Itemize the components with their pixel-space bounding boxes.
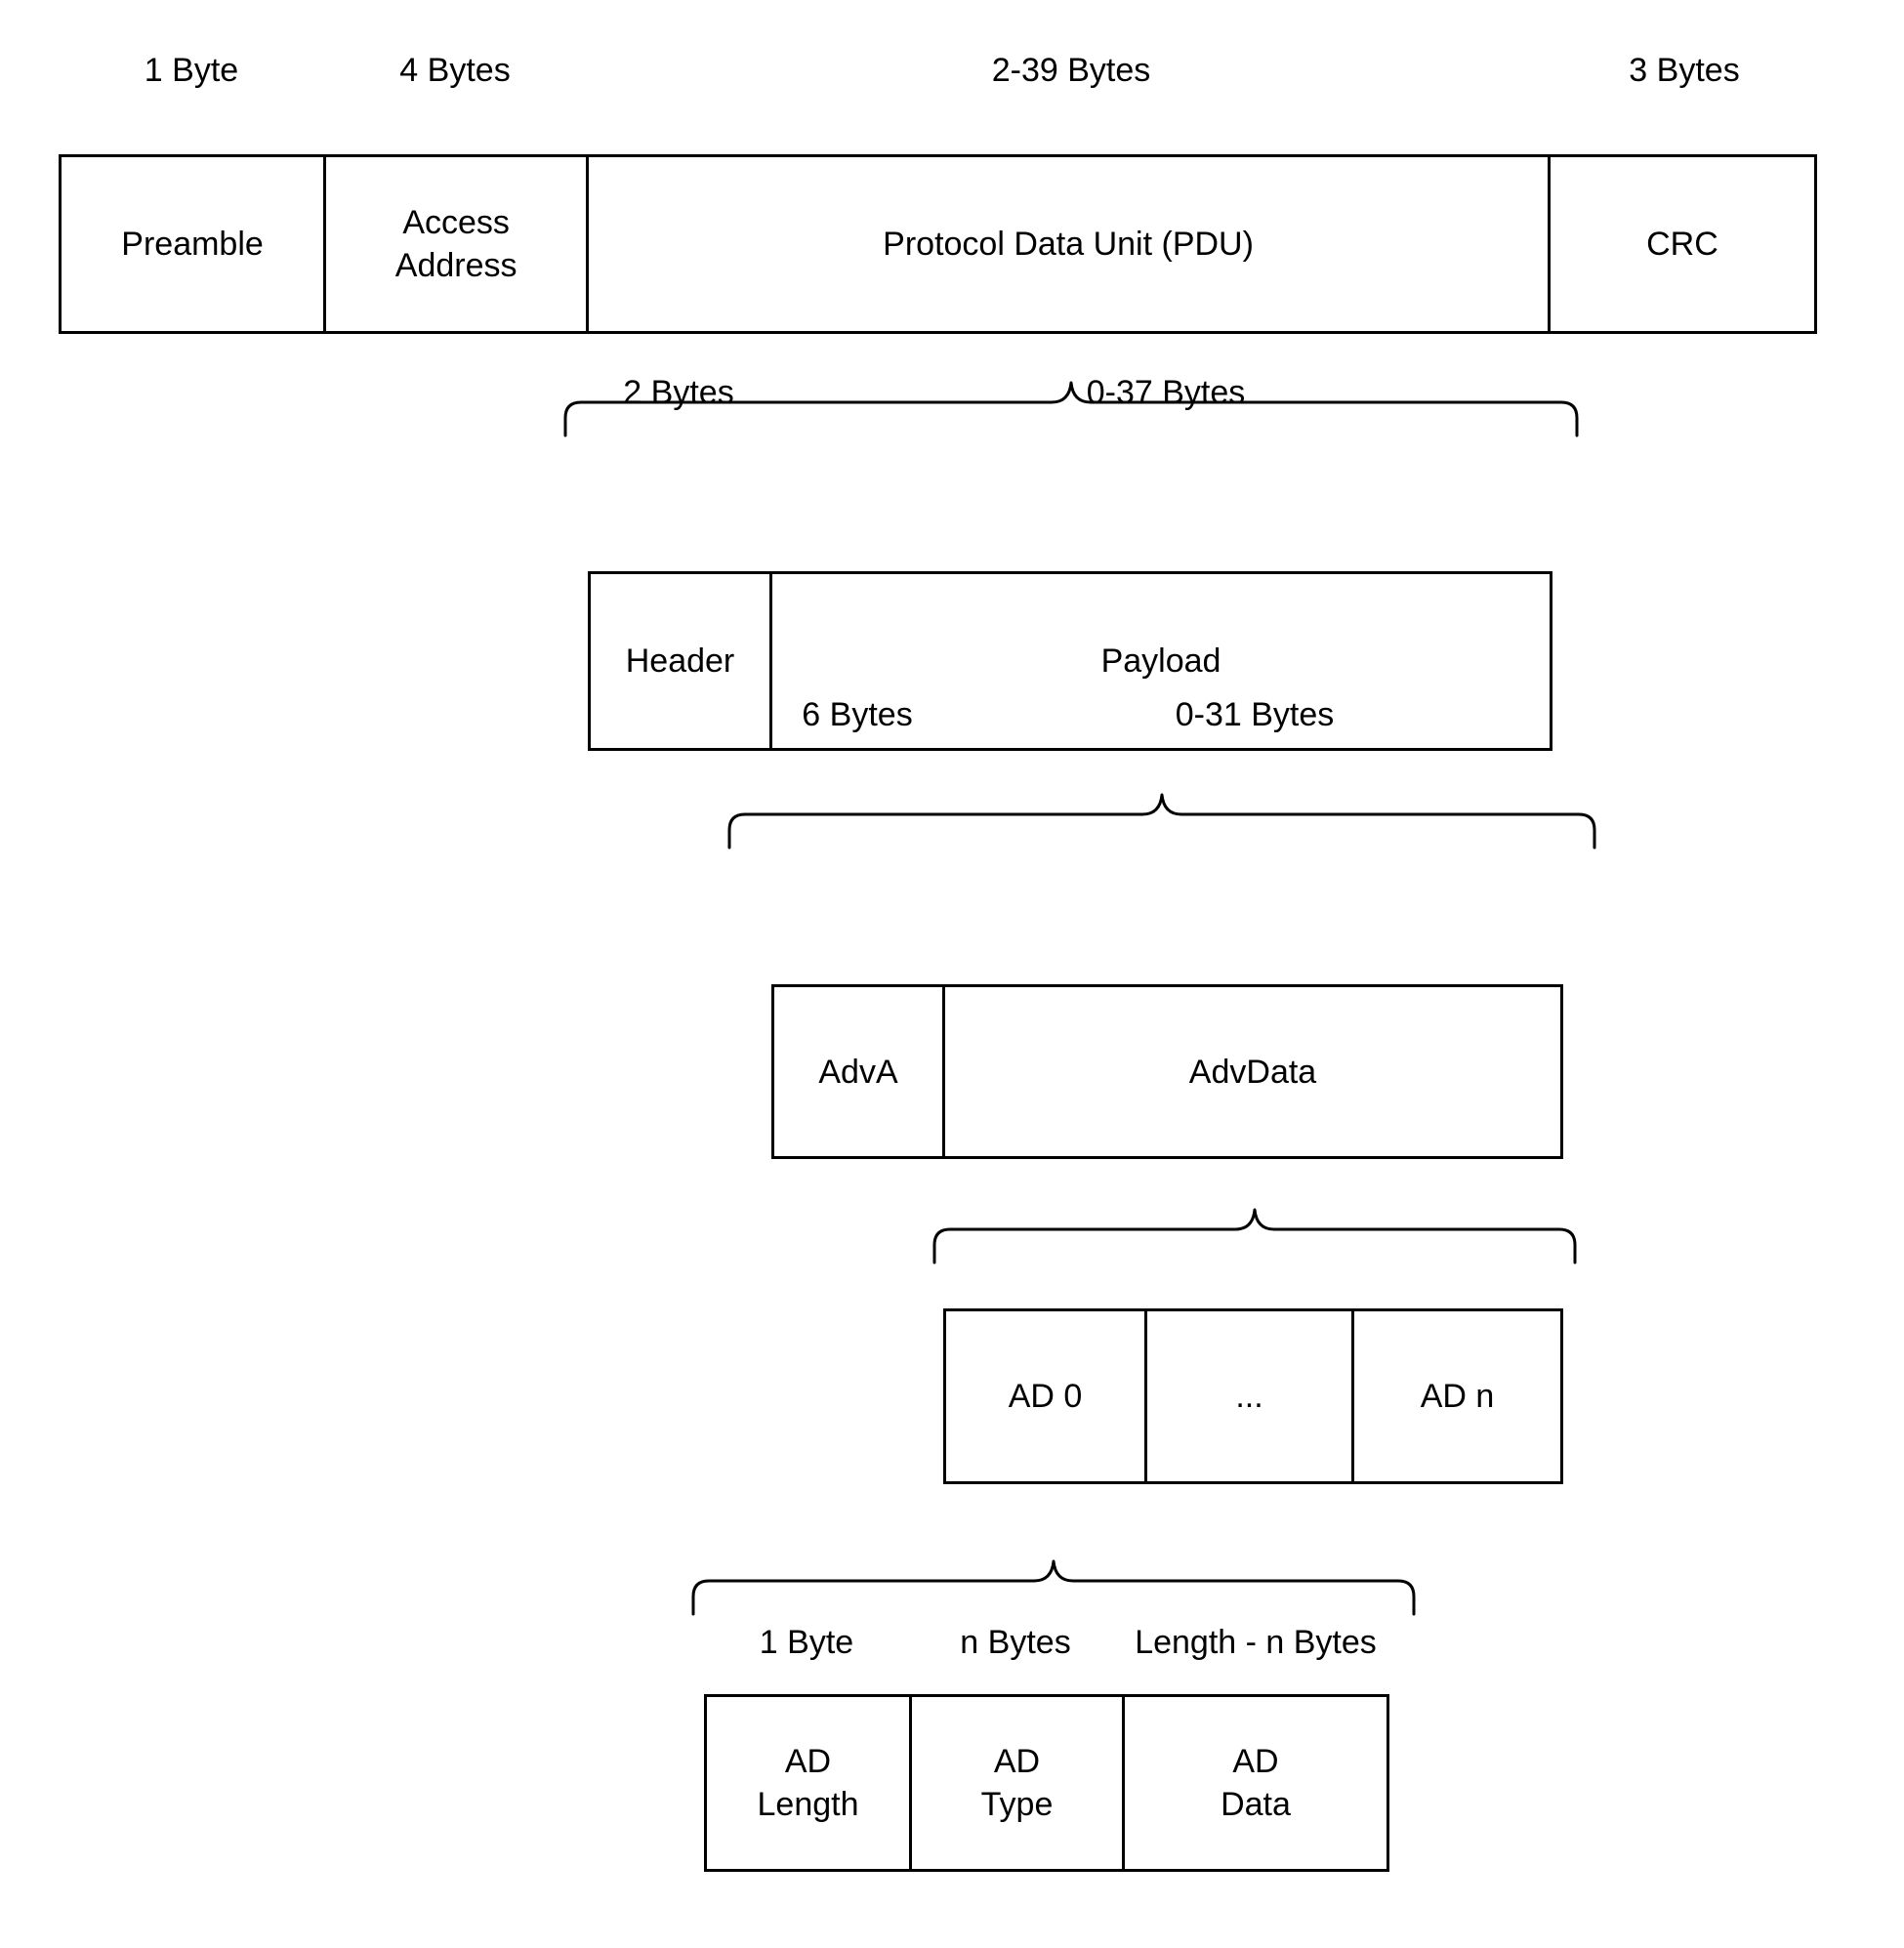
size-label-adva: 6 Bytes: [802, 696, 913, 733]
field-ad-ellipsis[interactable]: ...: [1147, 1311, 1355, 1481]
size-label-preamble: 1 Byte: [144, 52, 239, 89]
field-preamble[interactable]: Preamble: [62, 157, 327, 331]
size-label-header: 2 Bytes: [623, 374, 734, 411]
packet-row-advdata: AD 0 ... AD n: [943, 1308, 1563, 1484]
field-ad-n[interactable]: AD n: [1354, 1311, 1560, 1481]
brace-pdu-expand: [563, 379, 1579, 437]
field-header[interactable]: Header: [591, 574, 772, 748]
brace-ad-expand: [691, 1557, 1416, 1616]
field-crc[interactable]: CRC: [1550, 157, 1814, 331]
size-label-payload: 0-37 Bytes: [1086, 374, 1246, 411]
field-advdata[interactable]: AdvData: [945, 987, 1560, 1156]
packet-row-link-layer: Preamble Access Address Protocol Data Un…: [59, 154, 1817, 334]
field-ad-type[interactable]: AD Type: [912, 1697, 1125, 1869]
field-ad-data[interactable]: AD Data: [1125, 1697, 1387, 1869]
field-access-address[interactable]: Access Address: [326, 157, 590, 331]
field-ad-length[interactable]: AD Length: [707, 1697, 912, 1869]
packet-row-ad-structure: AD Length AD Type AD Data: [704, 1694, 1389, 1872]
packet-row-payload: AdvA AdvData: [771, 984, 1563, 1159]
size-label-ad-type: n Bytes: [960, 1624, 1071, 1661]
size-label-ad-data: Length - n Bytes: [1135, 1624, 1377, 1661]
packet-row-pdu: Header Payload: [588, 571, 1552, 751]
field-pdu[interactable]: Protocol Data Unit (PDU): [589, 157, 1551, 331]
size-label-access-address: 4 Bytes: [399, 52, 511, 89]
brace-advdata-expand: [932, 1206, 1577, 1264]
field-adva[interactable]: AdvA: [774, 987, 945, 1156]
field-ad-0[interactable]: AD 0: [946, 1311, 1148, 1481]
brace-payload-expand: [727, 791, 1596, 850]
size-label-advdata: 0-31 Bytes: [1175, 696, 1335, 733]
size-label-pdu: 2-39 Bytes: [991, 52, 1151, 89]
field-payload[interactable]: Payload: [772, 574, 1550, 748]
size-label-crc: 3 Bytes: [1629, 52, 1740, 89]
size-label-ad-length: 1 Byte: [759, 1624, 854, 1661]
